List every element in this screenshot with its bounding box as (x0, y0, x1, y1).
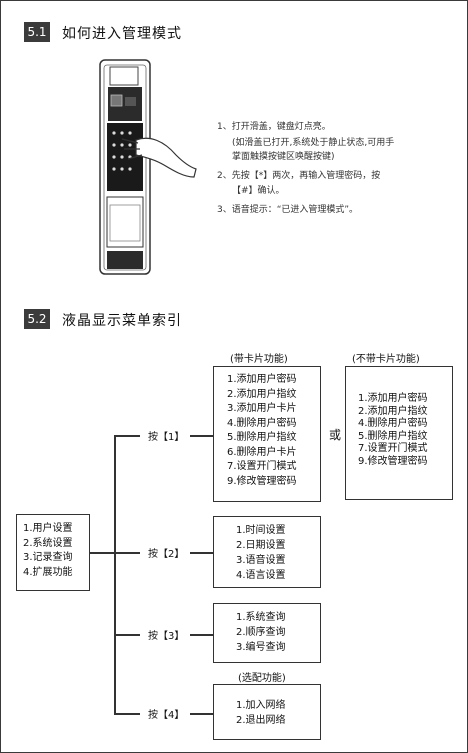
section-number: 5.1 (24, 22, 50, 42)
main-menu-item: 1.用户设置 (23, 523, 73, 534)
step-3: 3、语音提示：“已进入管理模式”。 (217, 205, 359, 215)
step-2-cont: 【#】确认。 (232, 186, 285, 196)
connector-line (190, 435, 213, 437)
section-title: 如何进入管理模式 (62, 26, 182, 42)
menu-item: 2.顺序查询 (236, 627, 286, 638)
step-1-note-b: 掌面触摸按键区唤醒按键) (232, 152, 335, 162)
without-card-menu-box: 1.添加用户密码 2.添加用户指纹 4.删除用户密码 5.删除用户指纹 7.设置… (345, 366, 453, 500)
record-query-box: 1.系统查询 2.顺序查询 3.编号查询 (213, 603, 321, 663)
menu-item: 5.删除用户指纹 (227, 432, 297, 443)
step-2: 2、先按【*】两次，再输入管理密码，按 (217, 171, 381, 181)
menu-item: 1.系统查询 (236, 612, 286, 623)
tree-trunk-line (114, 435, 116, 714)
main-menu-item: 2.系统设置 (23, 537, 73, 549)
menu-item: 9.修改管理密码 (227, 475, 297, 487)
menu-item: 5.删除用户指纹 (358, 430, 428, 442)
connector-line (190, 713, 213, 715)
menu-item: 2.添加用户指纹 (358, 405, 428, 417)
step-1: 1、打开滑盖，键盘灯点亮。 (217, 122, 331, 132)
menu-item: 4.删除用户密码 (358, 418, 428, 429)
or-label: 或 (329, 428, 342, 442)
main-menu-item: 4.扩展功能 (23, 566, 73, 578)
menu-item: 3.添加用户卡片 (227, 403, 297, 414)
menu-item: 6.删除用户卡片 (227, 446, 297, 458)
menu-item: 1.时间设置 (236, 525, 286, 536)
key-label-2: 按【2】 (148, 549, 185, 560)
optional-feature-header: (选配功能) (238, 673, 286, 684)
menu-item: 2.退出网络 (236, 715, 286, 726)
with-card-menu-box: 1.添加用户密码 2.添加用户指纹 3.添加用户卡片 4.删除用户密码 5.删除… (213, 366, 321, 502)
connector-line (190, 552, 213, 554)
menu-item: 4.删除用户密码 (227, 417, 297, 429)
menu-item: 2.日期设置 (236, 540, 286, 551)
connector-line (114, 552, 140, 554)
connector-line (114, 634, 140, 636)
step-1-note-a: (如滑盖已打开,系统处于静止状态,可用手 (232, 138, 395, 148)
key-label-1: 按【1】 (148, 432, 185, 443)
main-menu-box: 1.用户设置 2.系统设置 3.记录查询 4.扩展功能 (16, 514, 90, 591)
menu-item: 7.设置开门模式 (358, 443, 428, 454)
connector-line (90, 552, 115, 554)
menu-item: 3.编号查询 (236, 642, 286, 653)
key-label-3: 按【3】 (148, 631, 185, 642)
key-label-4: 按【4】 (148, 710, 185, 721)
main-menu-item: 3.记录查询 (23, 552, 73, 563)
without-card-header: (不带卡片功能) (352, 354, 420, 365)
section-number: 5.2 (24, 309, 50, 329)
network-box: 1.加入网络 2.退出网络 (213, 684, 321, 740)
connector-line (114, 435, 140, 437)
door-lock-illustration (99, 59, 197, 275)
connector-line (114, 713, 140, 715)
menu-item: 7.设置开门模式 (227, 461, 297, 472)
menu-item: 4.语言设置 (236, 570, 286, 581)
section-title: 液晶显示菜单索引 (62, 313, 182, 329)
menu-item: 9.修改管理密码 (358, 455, 428, 467)
menu-item: 1.添加用户密码 (227, 374, 297, 385)
menu-item: 1.添加用户密码 (358, 393, 428, 404)
menu-item: 1.加入网络 (236, 700, 286, 711)
menu-item: 2.添加用户指纹 (227, 388, 297, 400)
with-card-header: (带卡片功能) (230, 354, 288, 365)
connector-line (190, 634, 213, 636)
menu-item: 3.语音设置 (236, 555, 286, 566)
system-settings-box: 1.时间设置 2.日期设置 3.语音设置 4.语言设置 (213, 516, 321, 588)
